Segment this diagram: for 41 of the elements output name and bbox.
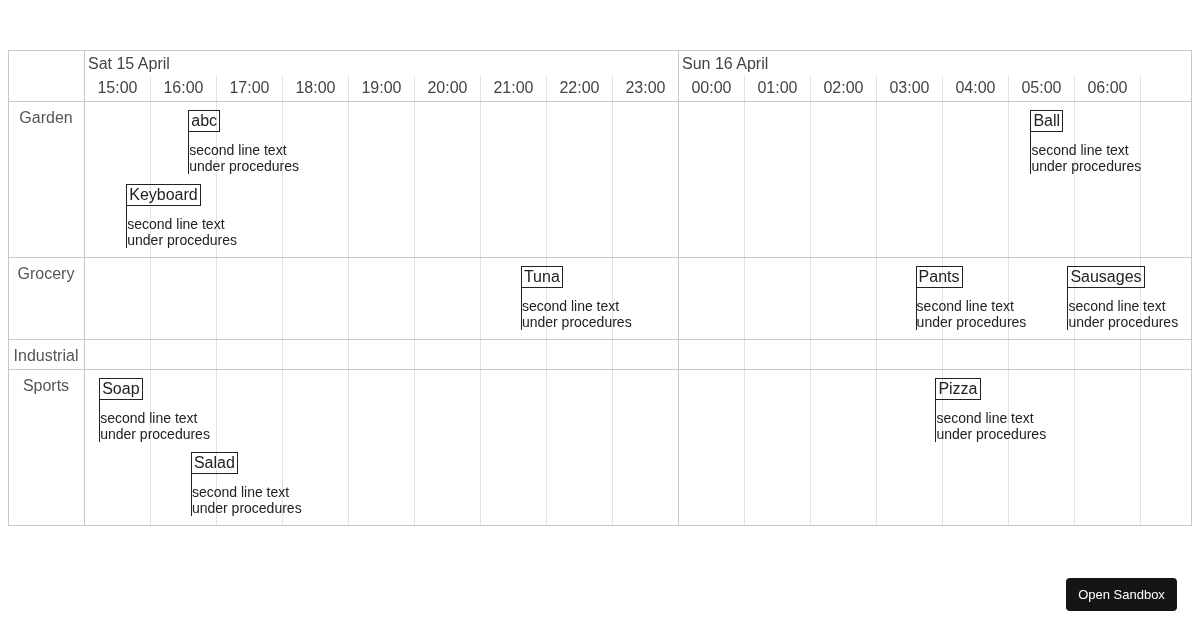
hour-label: 17:00	[228, 78, 271, 98]
hour-label: 23:00	[624, 78, 667, 98]
date-label: Sun 16 April	[682, 54, 769, 74]
hour-label: 20:00	[426, 78, 469, 98]
event-subtitle: second line text under procedures	[1031, 142, 1143, 174]
event-subtitle: second line text under procedures	[936, 410, 1048, 442]
hour-label: 19:00	[360, 78, 403, 98]
event-subtitle: second line text under procedures	[521, 298, 633, 330]
hour-label: 02:00	[822, 78, 865, 98]
event-title: Ball	[1030, 110, 1064, 132]
event-subtitle: second line text under procedures	[1068, 298, 1180, 330]
resource-name: Sports	[21, 376, 71, 396]
event-title: abc	[188, 110, 221, 132]
event-subtitle: second line text under procedures	[191, 484, 303, 516]
hour-label: 00:00	[690, 78, 733, 98]
event-title: Sausages	[1067, 266, 1145, 288]
event-title: Soap	[99, 378, 143, 400]
date-label: Sat 15 April	[88, 54, 170, 74]
hour-label: 15:00	[96, 78, 139, 98]
hour-label: 05:00	[1020, 78, 1063, 98]
hour-label: 21:00	[492, 78, 535, 98]
event-title: Salad	[190, 452, 238, 474]
event-title: Tuna	[520, 266, 563, 288]
event-title: Keyboard	[126, 184, 201, 206]
hour-label: 03:00	[888, 78, 931, 98]
event-subtitle: second line text under procedures	[100, 410, 211, 442]
event-subtitle: second line text under procedures	[189, 142, 300, 174]
hour-label: 18:00	[294, 78, 337, 98]
hour-label: 04:00	[954, 78, 997, 98]
open-sandbox-button: Open Sandbox	[1066, 578, 1177, 611]
event-title: Pants	[915, 266, 963, 288]
hour-label: 16:00	[162, 78, 205, 98]
event-subtitle: second line text under procedures	[916, 298, 1028, 330]
event-subtitle: second line text under procedures	[127, 216, 238, 248]
hour-label: 06:00	[1086, 78, 1129, 98]
hour-label: 22:00	[558, 78, 601, 98]
hour-label: 01:00	[756, 78, 799, 98]
event-title: Pizza	[935, 378, 981, 400]
resource-name: Garden	[18, 108, 74, 128]
resource-name: Grocery	[16, 264, 76, 284]
resource-name: Industrial	[12, 346, 80, 366]
